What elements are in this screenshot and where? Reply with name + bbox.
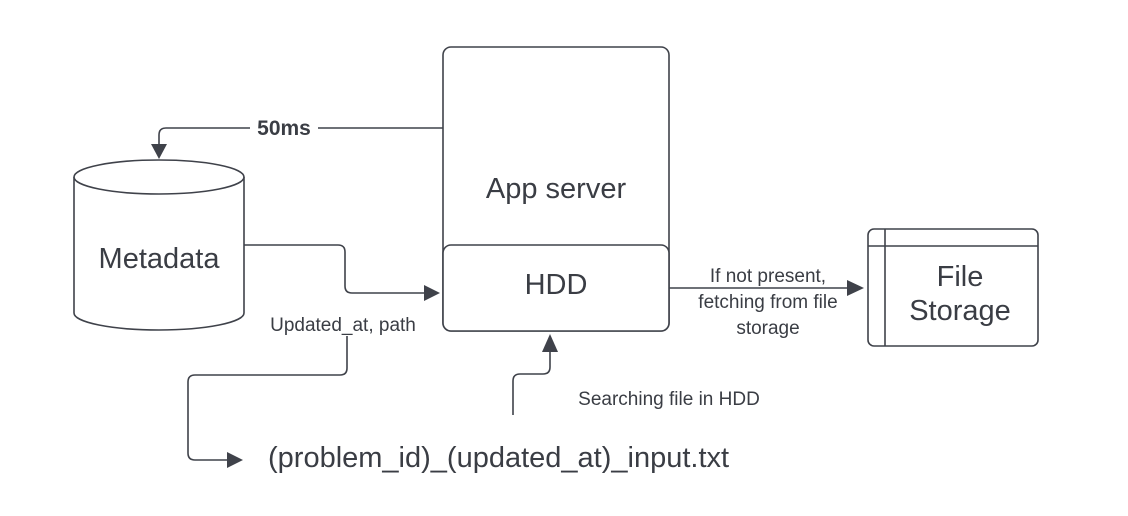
search-to-hdd-connector[interactable]: Searching file in HDD <box>512 334 760 415</box>
file-storage-label-line1: File <box>937 261 984 293</box>
arrowhead-icon <box>151 144 167 159</box>
updated-at-path-label: Updated_at, path <box>270 315 416 336</box>
arrowhead-icon <box>542 334 558 352</box>
file-storage-node[interactable]: File Storage <box>867 228 1039 347</box>
file-storage-label-line2: Storage <box>909 295 1011 327</box>
fallback-label-line3: storage <box>736 318 799 339</box>
arrowhead-icon <box>424 285 440 301</box>
search-hdd-label: Searching file in HDD <box>578 389 760 410</box>
metadata-to-hdd-connector[interactable] <box>244 244 440 301</box>
server-to-metadata-connector[interactable]: 50ms <box>151 116 443 159</box>
app-server-label: App server <box>486 173 627 205</box>
hdd-to-file-storage-connector[interactable]: If not present, fetching from file stora… <box>669 266 864 339</box>
hdd-node[interactable]: HDD <box>442 244 670 332</box>
arrowhead-icon <box>227 452 243 468</box>
latency-label: 50ms <box>257 117 311 140</box>
arrowhead-icon <box>847 280 864 296</box>
filename-pattern-text: (problem_id)_(updated_at)_input.txt <box>268 442 729 474</box>
fallback-label-line1: If not present, <box>710 266 826 287</box>
hdd-label: HDD <box>525 269 588 301</box>
metadata-database-node[interactable]: Metadata <box>73 159 245 331</box>
metadata-label: Metadata <box>99 243 221 275</box>
updated-at-path-connector[interactable]: Updated_at, path <box>187 315 416 468</box>
fallback-label-line2: fetching from file <box>698 292 837 313</box>
